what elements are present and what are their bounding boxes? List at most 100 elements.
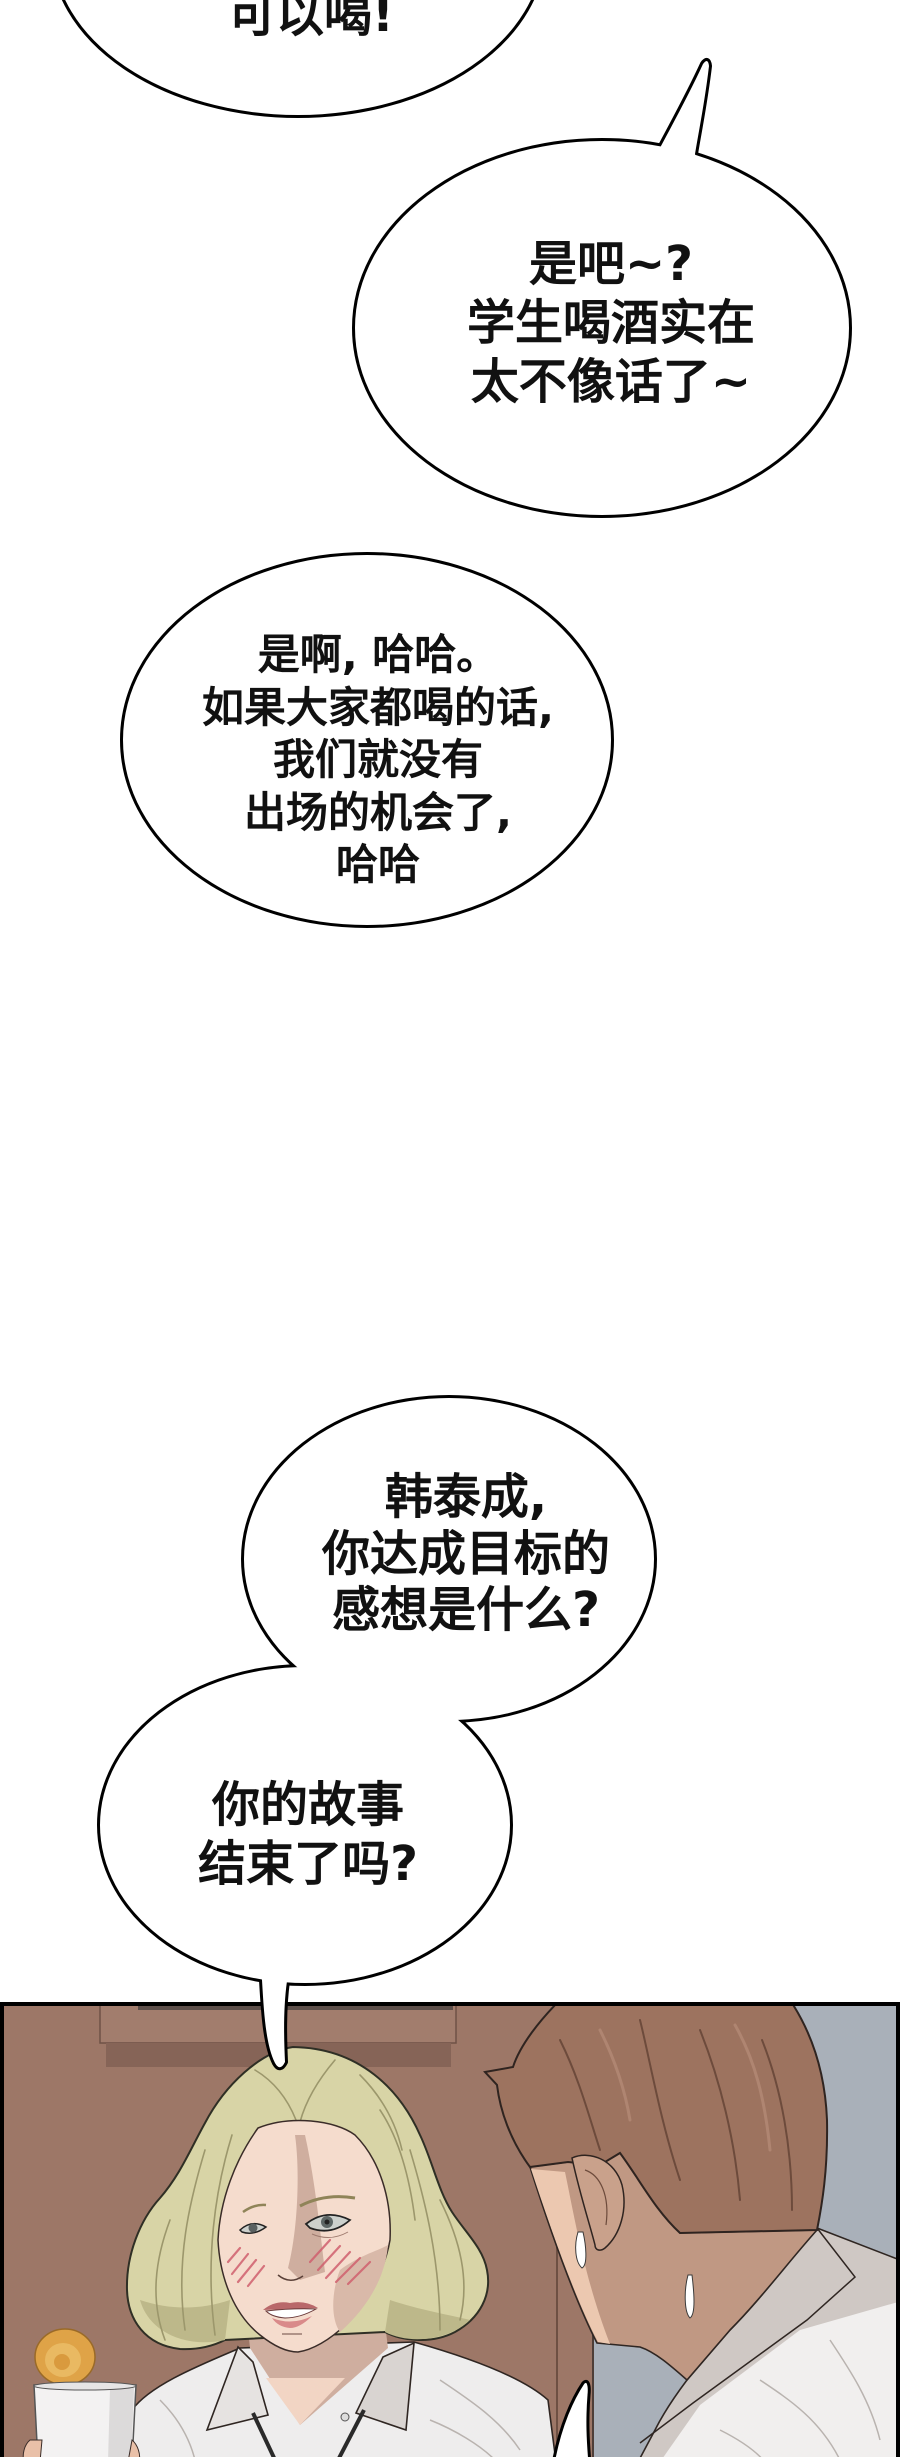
panel-border [0, 2002, 900, 2457]
hair-highlight [733, 2023, 772, 2152]
blush-line [230, 2252, 250, 2276]
lanyard-right [337, 2409, 366, 2457]
bubble-fill [123, 555, 611, 925]
woman-character [122, 2045, 557, 2457]
hair-strand [254, 2069, 297, 2121]
shirt-fold [759, 2379, 840, 2457]
shirt-fold [829, 2339, 881, 2441]
dialogue-line: 韩泰成, [384, 1469, 548, 1525]
shirt-fold [159, 2399, 195, 2457]
cup-rim [33, 2381, 137, 2391]
hair-strand [299, 2059, 336, 2123]
bubble-tail-fill [258, 1960, 292, 2068]
door-knob-center [54, 2354, 70, 2370]
lanyard-left [251, 2412, 276, 2457]
hair-strand [155, 2219, 171, 2341]
blush-line [346, 2260, 372, 2286]
dialogue-line: 你的故事 [211, 1777, 404, 1833]
blush-line [334, 2256, 362, 2284]
bubble-fill [65, 0, 531, 115]
dialogue-line: 是啊, 哈哈。 [257, 630, 499, 679]
bubble-2-text: 是吧~? 学生喝酒实在 太不像话了~ [411, 235, 811, 412]
right-pupil [324, 2219, 330, 2225]
nose-shadow [288, 2135, 325, 2280]
cup-shading [108, 2388, 134, 2457]
bubble-4-text: 韩泰成, 你达成目标的 感想是什么? [276, 1469, 656, 1639]
blush-line [324, 2250, 352, 2280]
hair-strand [439, 2199, 465, 2321]
dialogue-line: 哈哈 [335, 840, 420, 889]
dialogue-line: 感想是什么? [332, 1582, 600, 1638]
comic-panel [4, 2006, 896, 2457]
man-cheek-light [531, 2169, 610, 2344]
hair-shade [385, 2300, 470, 2340]
dialogue-line: 结束了吗? [198, 1836, 418, 1892]
dialogue-line: 是吧~? [528, 236, 694, 292]
hair-highlight [598, 2028, 632, 2122]
right-collar [354, 2341, 415, 2432]
dialogue-line: 出场的机会了, [244, 787, 512, 837]
bubble-1-text: 可以喝! [151, 0, 471, 45]
hair-strand [180, 2149, 206, 2331]
jaw-shadow [333, 2245, 388, 2332]
left-eyebrow [242, 2203, 267, 2214]
lower-lip [272, 2316, 312, 2328]
dialogue-line: 你达成目标的 [321, 1525, 610, 1582]
dialogue-line: 可以喝! [228, 0, 394, 43]
shirt-button [340, 2412, 350, 2422]
hair-strand [409, 2149, 441, 2331]
dialogue-line: 如果大家都喝的话, [202, 682, 554, 732]
sweat-drop-icon [575, 2231, 587, 2269]
speech-bubble-3 [120, 552, 614, 928]
speech-bubble-2 [352, 58, 852, 518]
dialogue-line: 我们就没有 [272, 735, 483, 784]
blush-line [246, 2264, 266, 2288]
man-shirt-body [663, 2302, 896, 2457]
wall-frame-strip [138, 2006, 453, 2010]
man-character [483, 2006, 896, 2457]
hair-strand [639, 2019, 681, 2181]
collar-line [639, 2227, 857, 2444]
bubble-fill [100, 1667, 510, 1983]
ear-inner [584, 2169, 608, 2226]
cup-and-knob [22, 2328, 141, 2457]
shirt-fold [429, 2419, 493, 2457]
nose-tip [277, 2274, 304, 2281]
shirt-fold [719, 2429, 762, 2457]
shirt-fold [439, 2379, 521, 2451]
right-eyebrow [299, 2195, 356, 2208]
eye-bag [311, 2231, 349, 2238]
left-iris [248, 2223, 258, 2233]
teeth [264, 2308, 318, 2319]
woman-neck-light [266, 2378, 345, 2425]
blush-line [236, 2258, 258, 2284]
upper-lip [263, 2302, 318, 2310]
hair-strand [559, 2039, 601, 2151]
hair-strand [379, 2109, 416, 2221]
blush-marks [226, 2238, 372, 2288]
hair-strand [359, 2074, 403, 2151]
bubble-5-text: 你的故事 结束了吗? [148, 1776, 468, 1894]
hair-strand [699, 2029, 741, 2201]
dialogue-line: 学生喝酒实在 [466, 295, 755, 351]
bubble-tail-offscreen [552, 2379, 591, 2457]
dialogue-line: 太不像话了~ [470, 354, 752, 410]
bubble-3-text: 是啊, 哈哈。 如果大家都喝的话, 我们就没有 出场的机会了, 哈哈 [158, 629, 598, 892]
blush-line [316, 2244, 342, 2272]
bubble-fill [244, 1398, 654, 1720]
hair-shade [140, 2300, 230, 2343]
hand-finger [128, 2439, 141, 2457]
hair-strands [155, 2059, 465, 2341]
hair-strand [761, 2039, 793, 2211]
left-collar [205, 2345, 269, 2432]
bubble-fill [355, 141, 849, 515]
blush-line [226, 2246, 242, 2264]
sweat-drop-icon [684, 2274, 695, 2319]
bubble-tail-fill [648, 60, 709, 175]
speech-bubble-1 [61, 0, 535, 118]
man-ear [571, 2154, 625, 2251]
hand-finger [22, 2439, 43, 2457]
hair-strand [210, 2134, 233, 2336]
